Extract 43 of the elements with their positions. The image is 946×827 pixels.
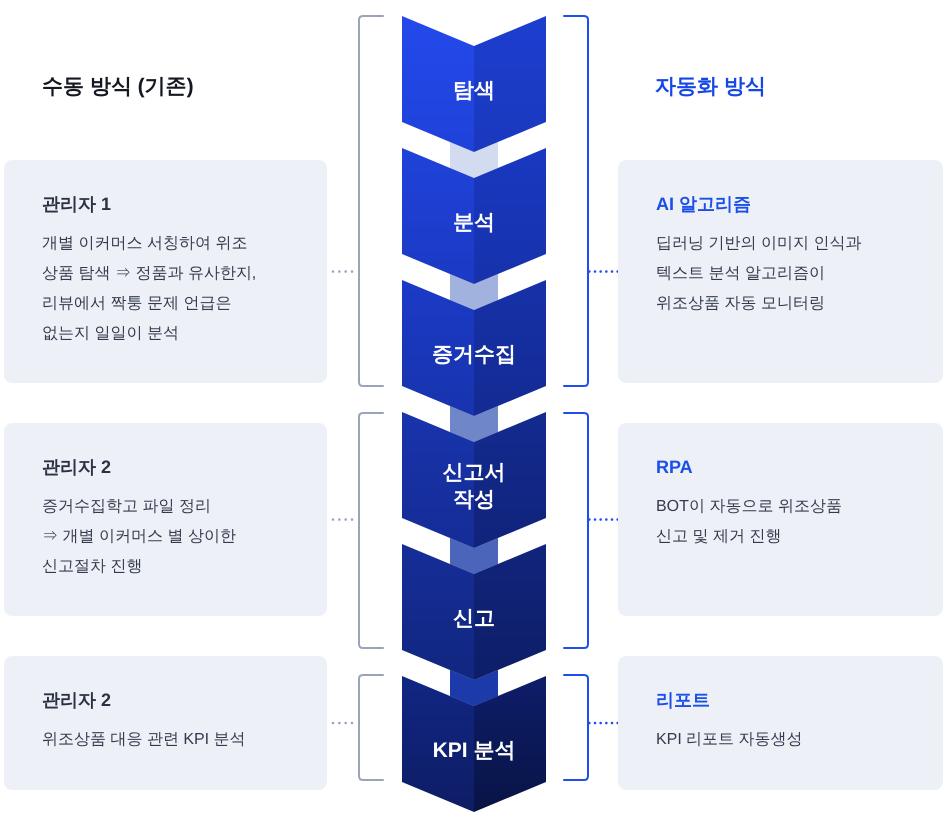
step-label: 분석 [453,210,495,236]
info-card [618,423,943,616]
dotted-connector [588,270,620,273]
info-card [618,160,943,383]
connector-band [450,670,498,706]
card-text: 딥러닝 기반의 이미지 인식과 텍스트 분석 알고리즘이 위조상품 자동 모니터링 [656,234,862,314]
column-heading: 수동 방식 (기존) [42,74,194,100]
card-heading: 관리자 1 [42,193,112,216]
connector-band [450,406,498,442]
step-label: 신고 [453,606,495,632]
info-card [618,656,943,790]
step-label: KPI 분석 [432,738,516,764]
process-step [402,676,546,812]
dotted-connector [588,722,620,724]
step-label: 신고서 작성 [442,460,506,513]
card-text: 개별 이커머스 서칭하여 위조 상품 탐색 ⇒ 정품과 유사한지, 리뷰에서 짝퉁 문제 언급은 없는지 일일이 분석 [42,234,256,344]
process-step [402,412,546,548]
bracket [358,15,384,387]
connector-band [450,274,498,310]
process-step [402,544,546,680]
card-heading: AI 알고리즘 [656,193,752,216]
process-step [402,16,546,152]
card-text: BOT이 자동으로 위조상품 신고 및 제거 진행 [656,497,842,547]
bracket [563,15,589,387]
process-step [402,280,546,416]
bracket [358,412,384,649]
card-text: 위조상품 대응 관련 KPI 분석 [42,730,246,750]
card-text: KPI 리포트 자동생성 [656,730,803,750]
connector-band [450,538,498,574]
card-heading: RPA [656,456,693,479]
bracket [563,412,589,649]
column-heading: 자동화 방식 [655,74,766,100]
bracket [358,674,384,781]
process-step [402,148,546,284]
step-label: 증거수집 [432,342,516,368]
card-heading: 관리자 2 [42,456,112,479]
card-text: 증거수집학고 파일 정리 ⇒ 개별 이커머스 별 상이한 신고절차 진행 [42,497,236,577]
step-label: 탐색 [453,78,495,104]
card-heading: 리포트 [656,689,710,712]
card-heading: 관리자 2 [42,689,112,712]
dotted-connector [588,518,620,521]
bracket [563,674,589,781]
connector-band [450,142,498,178]
